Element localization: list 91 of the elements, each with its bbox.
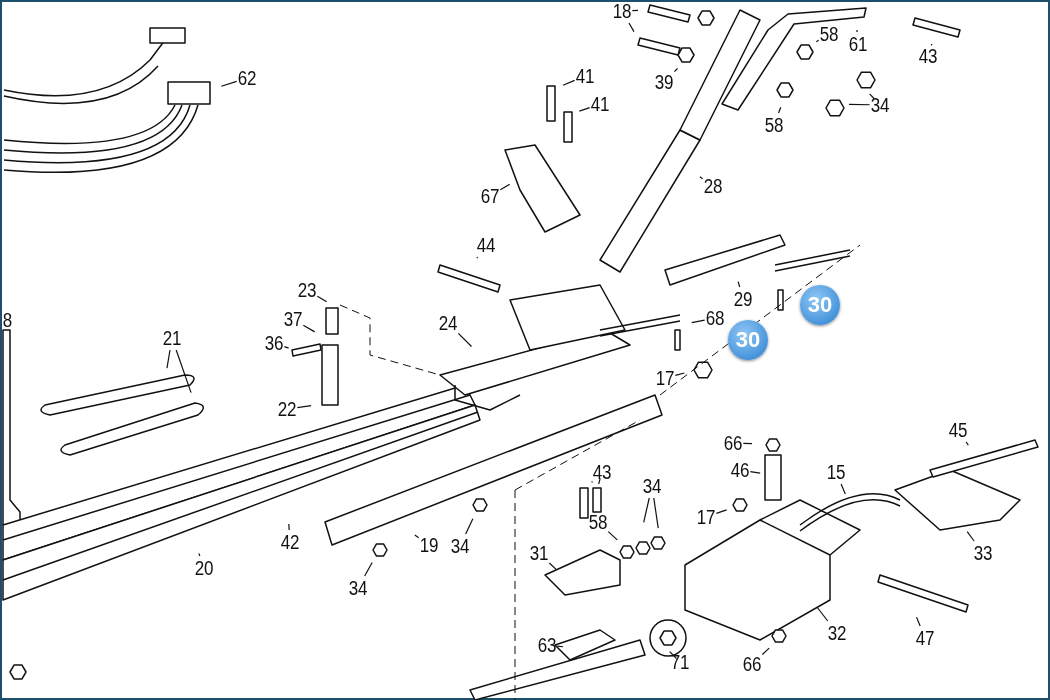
leader-line [673,67,679,73]
leader-line [965,441,969,446]
callout-number: 24 [438,312,458,334]
callout-number: 19 [419,534,439,556]
leader-line [674,372,685,376]
hotspot-marker: 30 [728,320,768,360]
leader-line [578,106,591,112]
leader-line [499,183,511,191]
leader-line [598,477,601,485]
leader-line [643,497,650,523]
leader-line [749,471,761,474]
leader-line [465,518,474,535]
callout-number: 15 [826,461,846,483]
leader-line [816,606,829,622]
callout-number: 47 [915,627,935,649]
leader-line [777,106,782,114]
callout-number: 62 [237,67,257,89]
leader-line [966,531,975,542]
leader-line [915,616,921,627]
callout-number: 43 [592,461,612,483]
leader-line [316,295,328,303]
leader-line [198,552,201,557]
callout-number: 58 [588,511,608,533]
callout-number: 61 [848,33,868,55]
callout-number: 22 [277,398,297,420]
callout-number: 66 [723,432,743,454]
leader-line [869,93,875,100]
leader-line [556,645,564,648]
leader-line [669,651,678,660]
callout-number: 34 [348,577,368,599]
leader-line [856,29,858,33]
leader-line [548,562,557,571]
callout-number: 42 [280,531,300,553]
leader-line [220,80,238,87]
leader-line [607,531,618,541]
callout-number: 34 [870,94,890,116]
callout-number: 45 [948,419,968,441]
leader-line [737,280,741,288]
leader-line [562,79,576,86]
leader-line [414,534,420,539]
callout-number: 8 [2,309,12,331]
leader-line [302,324,316,333]
leader-line [691,319,706,324]
callout-number: 58 [764,114,784,136]
leader-line [653,497,659,529]
callout-number: 41 [575,65,595,87]
callout-number: 23 [297,279,317,301]
callout-number: 66 [742,653,762,675]
leader-line [815,39,820,43]
callout-number: 68 [705,307,725,329]
callout-number: 39 [654,71,674,93]
callout-number: 44 [476,234,496,256]
callout-number: 67 [480,185,500,207]
leader-line [175,349,192,394]
callout-number: 17 [655,367,675,389]
callout-number: 43 [918,45,938,67]
leader-line [166,349,171,369]
leader-line [742,442,753,445]
callout-number: 18 [612,0,632,22]
callout-number: 33 [973,542,993,564]
callout-number: 37 [283,308,303,330]
leader-line [288,523,290,531]
callout-number: 58 [819,23,839,45]
leader-line [283,345,290,349]
callout-number: 46 [730,459,750,481]
callout-number: 34 [450,535,470,557]
callout-number: 21 [162,327,182,349]
callout-number: 17 [696,506,716,528]
leader-line [476,256,479,259]
leader-line [761,647,770,656]
leader-line [457,332,473,348]
callout-number: 28 [703,175,723,197]
leader-line [715,509,728,515]
leader-line [930,43,933,47]
callout-number: 20 [194,557,214,579]
callout-number: 71 [670,651,690,673]
callout-number: 36 [264,332,284,354]
leader-line [699,176,704,180]
callout-number: 34 [642,475,662,497]
leader-line [364,561,373,577]
callout-number: 63 [537,634,557,656]
callout-number: 29 [733,288,753,310]
leader-line [840,483,846,495]
leader-line [848,103,871,106]
leader-line [631,9,639,12]
hotspot-marker: 30 [800,285,840,325]
callout-number: 41 [590,93,610,115]
leader-line [628,22,635,33]
leader-line [296,405,312,409]
callout-number: 32 [827,622,847,644]
callout-number: 31 [529,542,549,564]
